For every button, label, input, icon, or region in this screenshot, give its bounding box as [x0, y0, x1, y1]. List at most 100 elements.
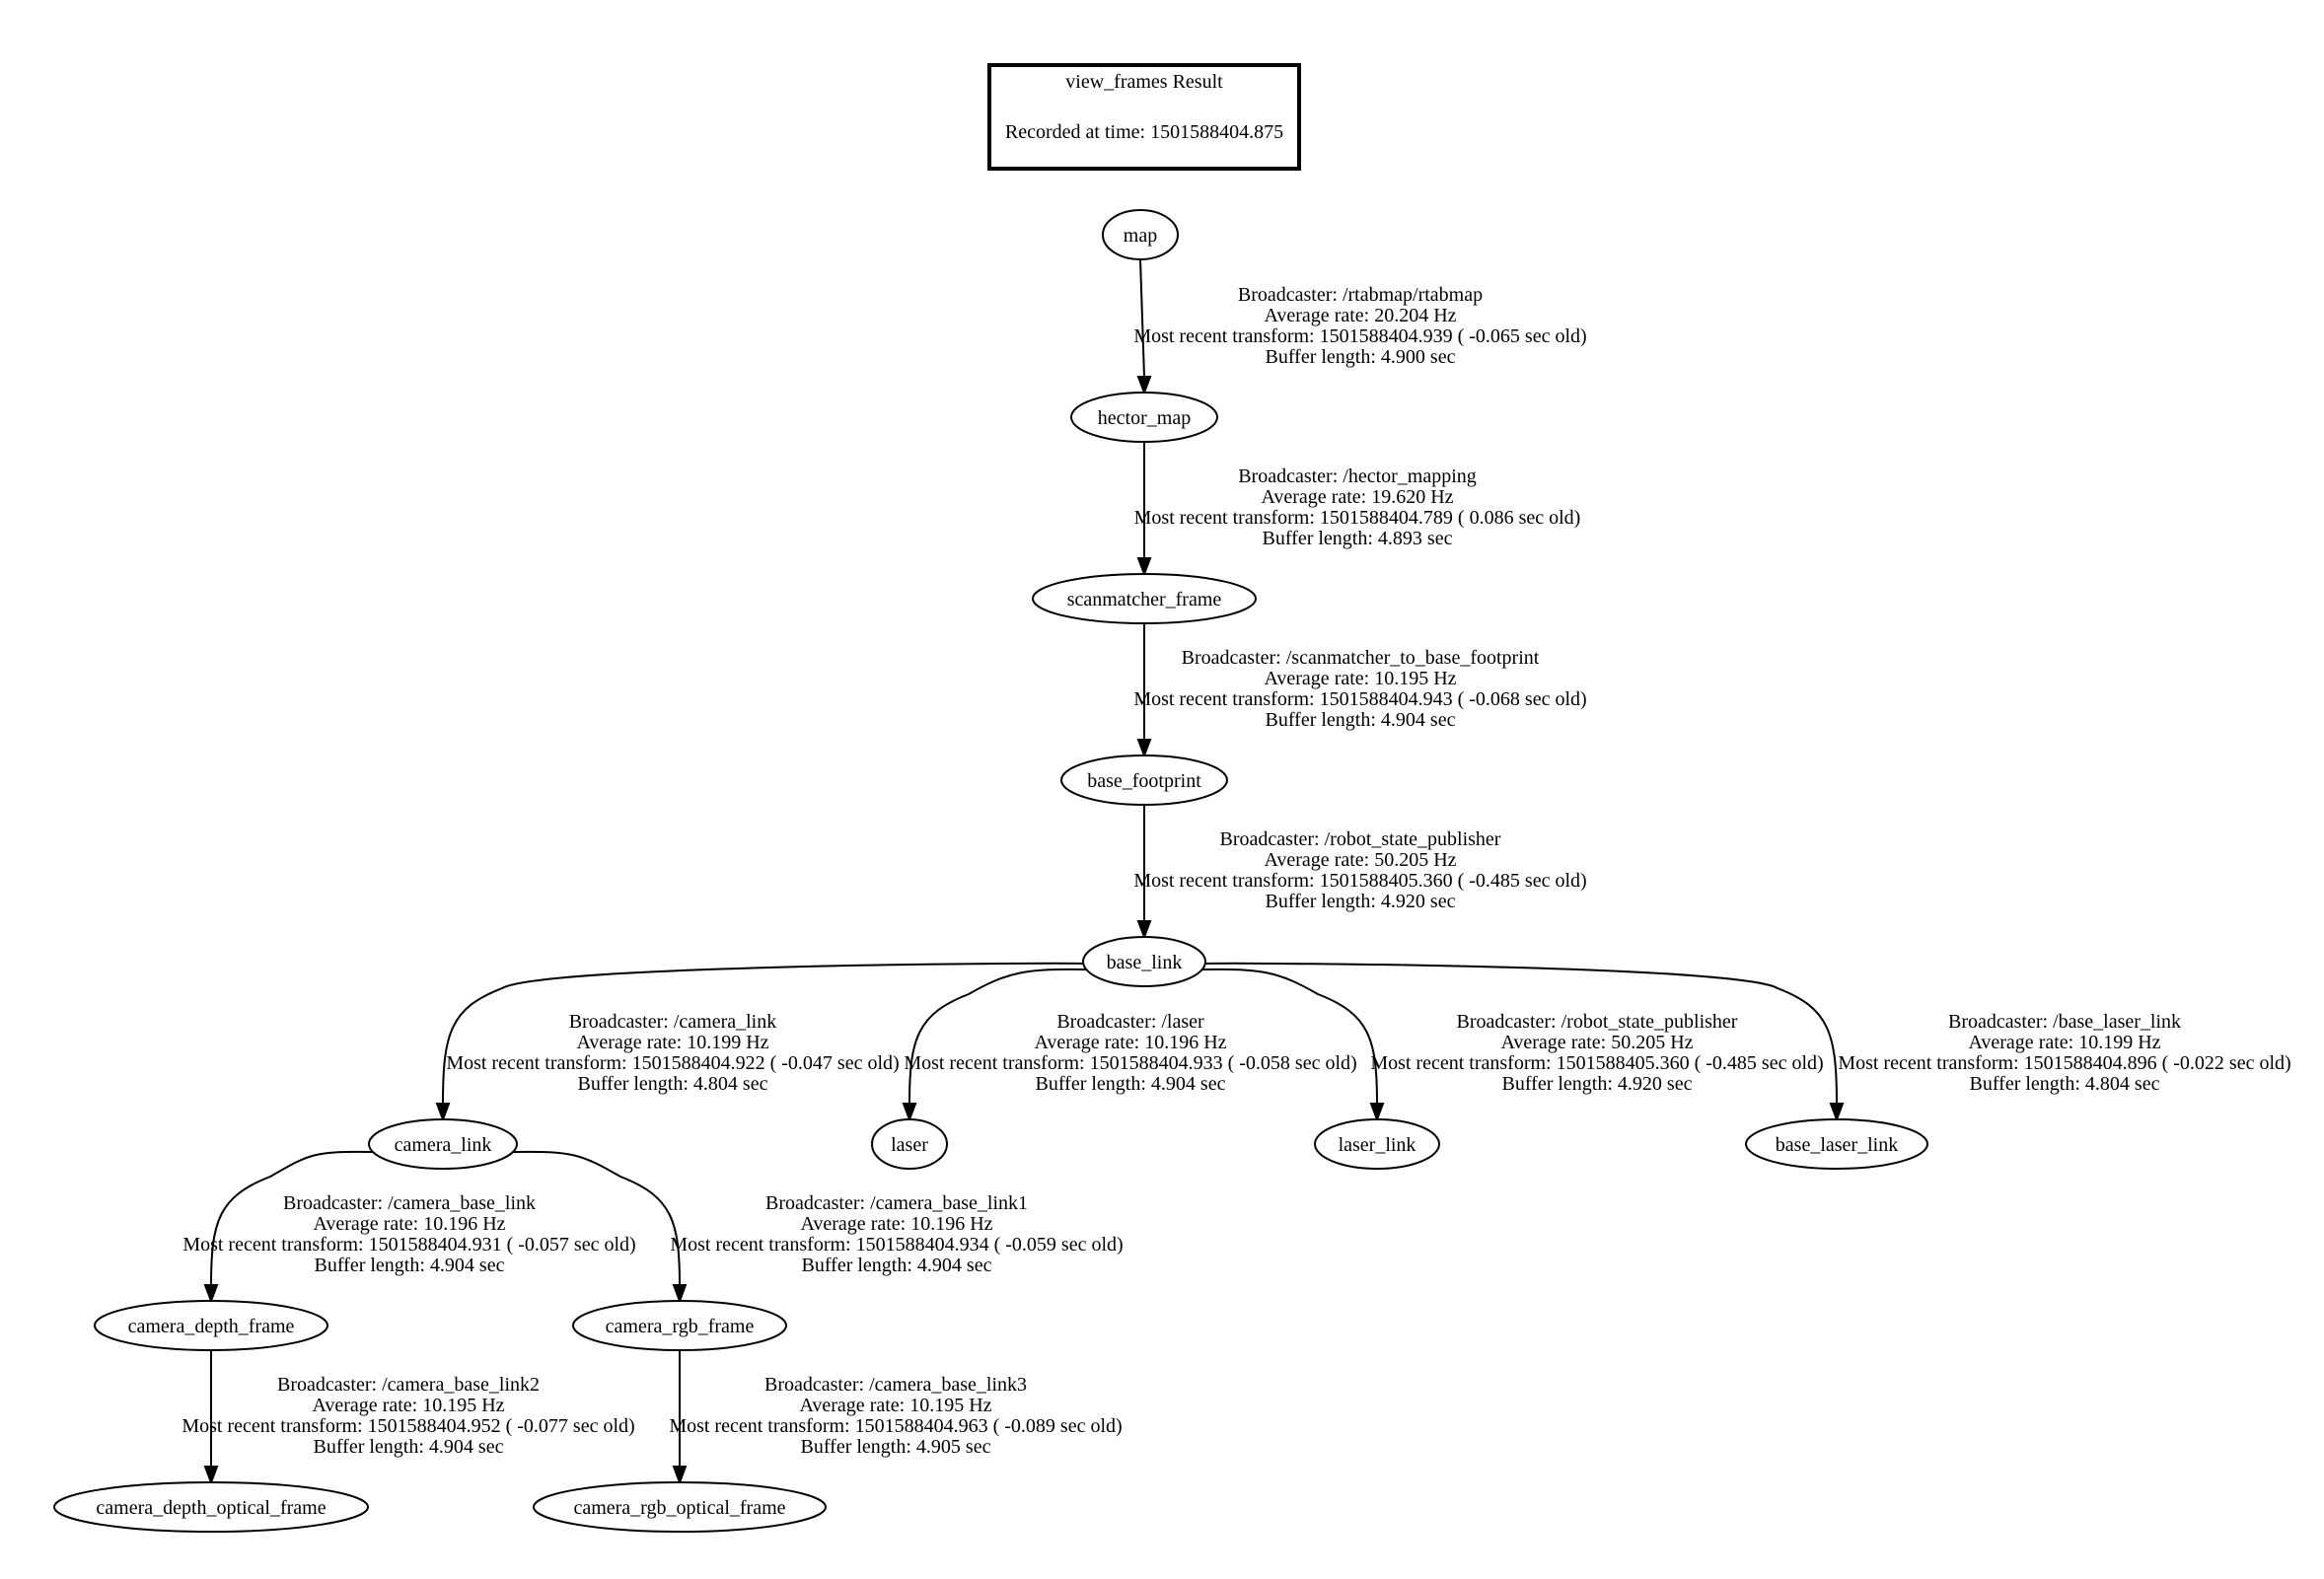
edge-recent-transform: Most recent transform: 1501588404.896 ( …	[1838, 1052, 2290, 1074]
edge-broadcaster: Broadcaster: /camera_link	[569, 1011, 776, 1033]
frame-node-ellipse	[1032, 573, 1257, 624]
arrowhead-icon	[1136, 920, 1152, 940]
edge-average-rate: Average rate: 10.196 Hz	[800, 1213, 992, 1235]
edge-broadcaster: Broadcaster: /hector_mapping	[1238, 466, 1477, 487]
edge-broadcaster: Broadcaster: /base_laser_link	[1948, 1011, 2181, 1033]
frame-node-ellipse	[1102, 209, 1179, 260]
edge-average-rate: Average rate: 50.205 Hz	[1264, 849, 1456, 871]
edge-broadcaster: Broadcaster: /robot_state_publisher	[1457, 1011, 1738, 1033]
edge-average-rate: Average rate: 10.195 Hz	[1264, 668, 1456, 689]
frame-node-base_link: base_link	[1082, 936, 1206, 987]
frame-node-camera_depth_optical_frame: camera_depth_optical_frame	[53, 1481, 369, 1533]
frame-node-camera_depth_frame: camera_depth_frame	[94, 1300, 328, 1351]
arrowhead-icon	[672, 1466, 688, 1485]
edge-line	[908, 968, 1087, 1105]
edge-recent-transform: Most recent transform: 1501588404.952 ( …	[182, 1415, 634, 1437]
arrowhead-icon	[203, 1284, 219, 1304]
frame-node-camera_rgb_frame: camera_rgb_frame	[572, 1300, 787, 1351]
edge-buffer-length: Buffer length: 4.904 sec	[1266, 709, 1456, 731]
edge-broadcaster: Broadcaster: /laser	[1056, 1011, 1204, 1033]
arrowhead-icon	[902, 1103, 917, 1122]
edge-average-rate: Average rate: 19.620 Hz	[1261, 486, 1453, 508]
frame-node-label: laser	[891, 1134, 928, 1156]
edge-buffer-length: Buffer length: 4.920 sec	[1502, 1073, 1693, 1095]
frame-node-hector_map: hector_map	[1070, 392, 1218, 443]
edge-buffer-length: Buffer length: 4.905 sec	[801, 1436, 991, 1458]
title-heading: view_frames Result	[1065, 71, 1223, 93]
edge-recent-transform: Most recent transform: 1501588404.933 ( …	[904, 1052, 1356, 1074]
edge-average-rate: Average rate: 10.195 Hz	[799, 1395, 991, 1416]
frame-node-camera_rgb_optical_frame: camera_rgb_optical_frame	[533, 1481, 827, 1533]
edge-average-rate: Average rate: 10.199 Hz	[576, 1032, 768, 1053]
frame-node-base_laser_link: base_laser_link	[1745, 1118, 1928, 1170]
edge-average-rate: Average rate: 10.195 Hz	[312, 1395, 504, 1416]
edge-broadcaster: Broadcaster: /rtabmap/rtabmap	[1238, 284, 1483, 306]
edge-recent-transform: Most recent transform: 1501588404.931 ( …	[182, 1234, 635, 1256]
frame-node-label: base_laser_link	[1776, 1134, 1898, 1156]
edge-buffer-length: Buffer length: 4.904 sec	[802, 1255, 992, 1276]
arrowhead-icon	[1136, 739, 1152, 758]
frame-node-label: camera_depth_optical_frame	[96, 1497, 326, 1519]
title-box: view_frames Result Recorded at time: 150…	[987, 63, 1301, 171]
edge-line	[1139, 258, 1145, 378]
arrowhead-icon	[1369, 1103, 1385, 1122]
edge-recent-transform: Most recent transform: 1501588404.943 ( …	[1133, 688, 1586, 710]
edge-broadcaster: Broadcaster: /camera_base_link3	[764, 1374, 1027, 1396]
frame-node-ellipse	[1082, 936, 1206, 987]
title-box-border	[987, 63, 1301, 171]
frame-node-ellipse	[94, 1300, 328, 1351]
frame-node-ellipse	[368, 1118, 518, 1170]
edge-line	[210, 1150, 373, 1286]
arrowhead-icon	[435, 1103, 451, 1122]
frame-node-map: map	[1102, 209, 1179, 260]
edge-line	[1201, 968, 1378, 1105]
frame-node-camera_link: camera_link	[368, 1118, 518, 1170]
edge-average-rate: Average rate: 50.205 Hz	[1500, 1032, 1693, 1053]
edge-broadcaster: Broadcaster: /robot_state_publisher	[1220, 828, 1501, 850]
edge-recent-transform: Most recent transform: 1501588404.963 ( …	[669, 1415, 1122, 1437]
recorded-time: Recorded at time: 1501588404.875	[1005, 121, 1283, 143]
frame-node-label: hector_map	[1098, 407, 1191, 429]
edge-buffer-length: Buffer length: 4.900 sec	[1266, 346, 1456, 368]
edge-average-rate: Average rate: 20.204 Hz	[1264, 305, 1456, 326]
frame-node-ellipse	[1070, 392, 1218, 443]
edge-label: Broadcaster: /scanmatcher_to_base_footpr…	[1133, 647, 1586, 731]
frame-node-label: camera_depth_frame	[128, 1316, 295, 1337]
arrowhead-icon	[1829, 1103, 1845, 1122]
edge-buffer-length: Buffer length: 4.804 sec	[1970, 1073, 2160, 1095]
edge-average-rate: Average rate: 10.196 Hz	[313, 1213, 505, 1235]
edge-line	[513, 1150, 681, 1286]
arrowhead-icon	[1136, 376, 1152, 395]
edge-buffer-length: Buffer length: 4.904 sec	[1036, 1073, 1226, 1095]
frame-node-label: camera_link	[395, 1134, 492, 1156]
edge-buffer-length: Buffer length: 4.804 sec	[578, 1073, 768, 1095]
frame-node-laser_link: laser_link	[1314, 1118, 1440, 1170]
frame-node-label: camera_rgb_frame	[606, 1316, 755, 1337]
edge-recent-transform: Most recent transform: 1501588405.360 ( …	[1370, 1052, 1823, 1074]
frame-node-base_footprint: base_footprint	[1060, 754, 1228, 806]
frame-node-scanmatcher_frame: scanmatcher_frame	[1032, 573, 1257, 624]
edge-recent-transform: Most recent transform: 1501588404.789 ( …	[1134, 507, 1581, 529]
frame-node-ellipse	[1314, 1118, 1440, 1170]
frame-node-label: base_footprint	[1087, 770, 1201, 792]
edge-average-rate: Average rate: 10.196 Hz	[1034, 1032, 1226, 1053]
edge-recent-transform: Most recent transform: 1501588404.934 ( …	[670, 1234, 1123, 1256]
edge-line	[442, 962, 1087, 1105]
